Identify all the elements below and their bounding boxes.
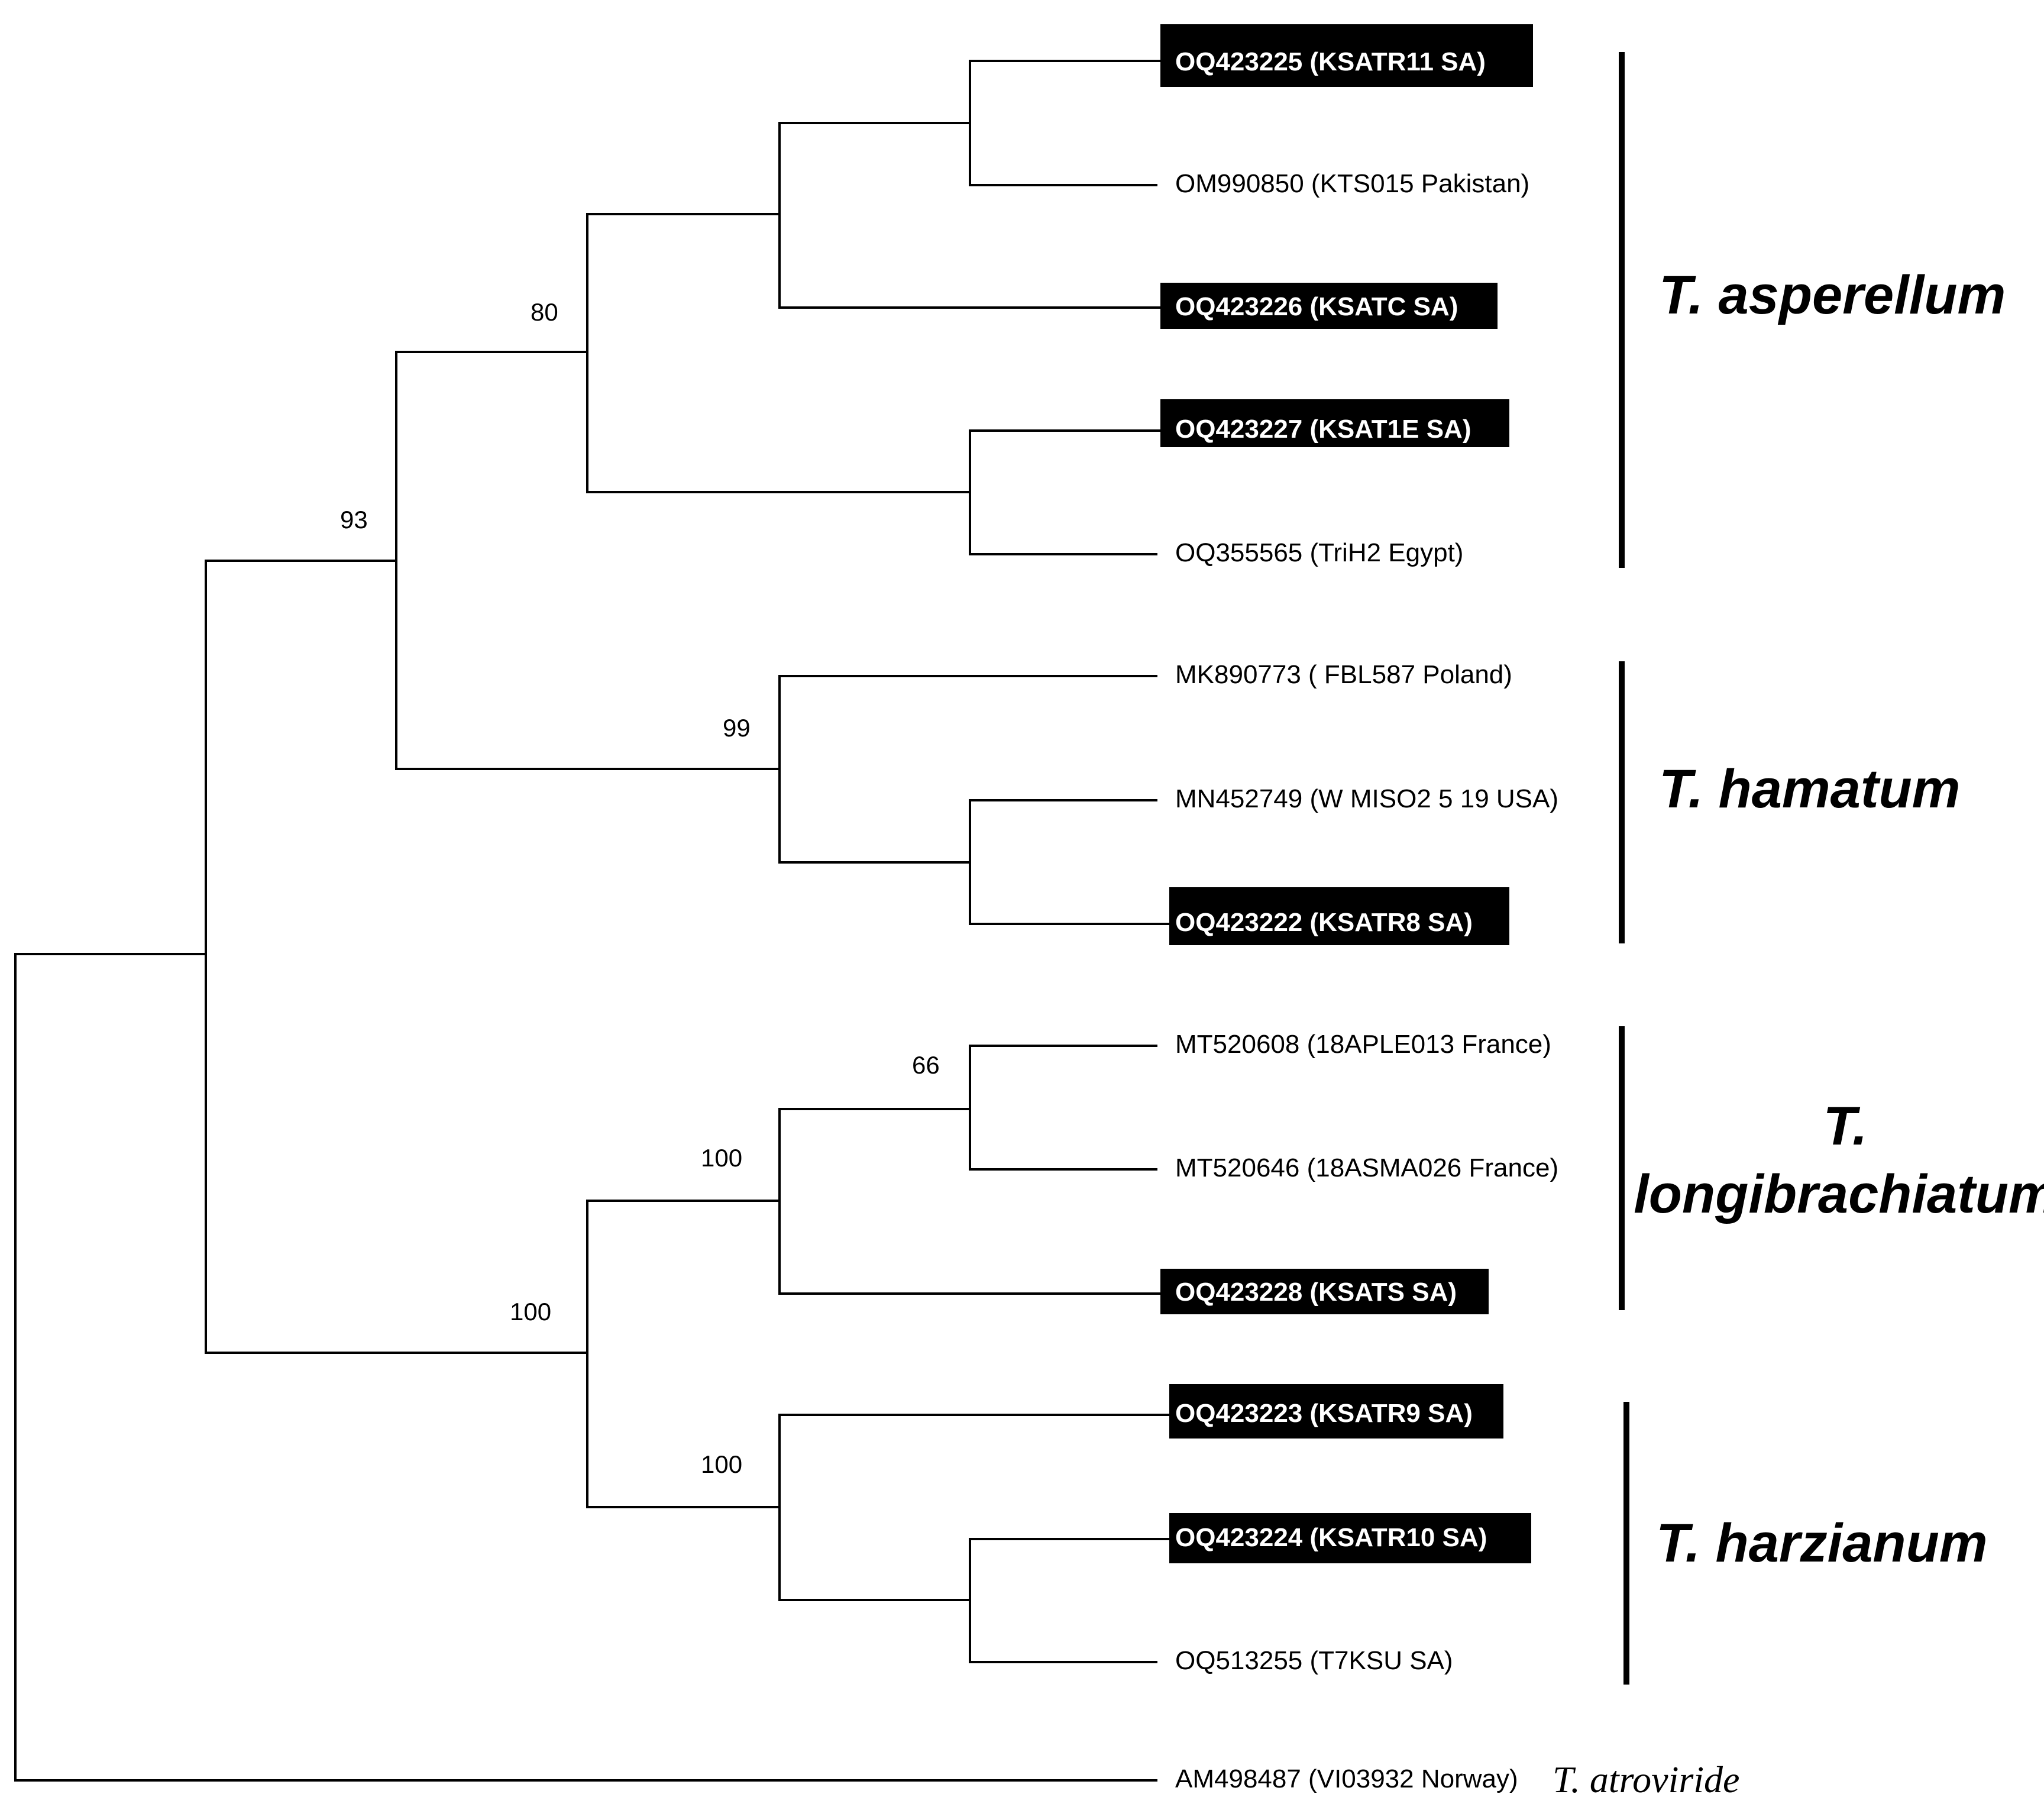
leaf-labels: OQ423225 (KSATR11 SA) OM990850 (KTS015 P… bbox=[1160, 24, 1739, 1800]
support-value: 99 bbox=[723, 714, 751, 742]
leaf-label-oq423226: OQ423226 (KSATC SA) bbox=[1175, 292, 1458, 321]
support-value: 100 bbox=[701, 1450, 742, 1478]
support-value: 100 bbox=[510, 1298, 551, 1326]
leaf-label-am498487: AM498487 (VI03932 Norway) bbox=[1175, 1764, 1518, 1793]
support-value: 66 bbox=[912, 1051, 940, 1079]
leaf-label-oq423223: OQ423223 (KSATR9 SA) bbox=[1175, 1399, 1473, 1428]
leaf-label-oq423224: OQ423224 (KSATR10 SA) bbox=[1175, 1523, 1487, 1552]
clade-name-hamatum: T. hamatum bbox=[1659, 759, 1960, 819]
support-value: 93 bbox=[340, 506, 368, 534]
tree-branches bbox=[14, 60, 1172, 1782]
clade-name-longibrachiatum-line2: longibrachiatum bbox=[1634, 1164, 2044, 1224]
highlight-box bbox=[1169, 1513, 1531, 1563]
support-value: 100 bbox=[701, 1144, 742, 1172]
clade-name-harzianum: T. harzianum bbox=[1656, 1513, 1988, 1573]
leaf-label-om990850: OM990850 (KTS015 Pakistan) bbox=[1175, 169, 1529, 198]
clade-name-longibrachiatum-line1: T. bbox=[1823, 1096, 1868, 1156]
leaf-label-mt520646: MT520646 (18ASMA026 France) bbox=[1175, 1153, 1558, 1182]
highlight-box bbox=[1160, 24, 1533, 87]
highlight-box bbox=[1160, 399, 1509, 447]
highlight-box bbox=[1160, 283, 1498, 329]
support-values: 80 93 99 66 100 100 100 bbox=[340, 298, 940, 1478]
outgroup-species-label: T. atroviride bbox=[1553, 1758, 1739, 1800]
leaf-label-oq423227: OQ423227 (KSAT1E SA) bbox=[1175, 415, 1471, 444]
highlight-box bbox=[1160, 1269, 1489, 1314]
leaf-label-oq423222: OQ423222 (KSATR8 SA) bbox=[1175, 908, 1473, 937]
leaf-label-oq355565: OQ355565 (TriH2 Egypt) bbox=[1175, 538, 1463, 567]
leaf-label-mk890773: MK890773 ( FBL587 Poland) bbox=[1175, 660, 1512, 689]
clade-annotations: T. asperellum T. hamatum T. longibrachia… bbox=[1619, 52, 2044, 1685]
highlight-box bbox=[1169, 887, 1509, 945]
leaf-label-mn452749: MN452749 (W MISO2 5 19 USA) bbox=[1175, 784, 1558, 813]
support-value: 80 bbox=[531, 298, 558, 326]
leaf-label-oq513255: OQ513255 (T7KSU SA) bbox=[1175, 1646, 1453, 1675]
leaf-label-mt520608: MT520608 (18APLE013 France) bbox=[1175, 1030, 1551, 1059]
leaf-label-oq423228: OQ423228 (KSATS SA) bbox=[1175, 1278, 1457, 1307]
highlight-box bbox=[1169, 1384, 1503, 1439]
clade-name-asperellum: T. asperellum bbox=[1659, 265, 2006, 325]
leaf-label-oq423225: OQ423225 (KSATR11 SA) bbox=[1175, 47, 1486, 76]
